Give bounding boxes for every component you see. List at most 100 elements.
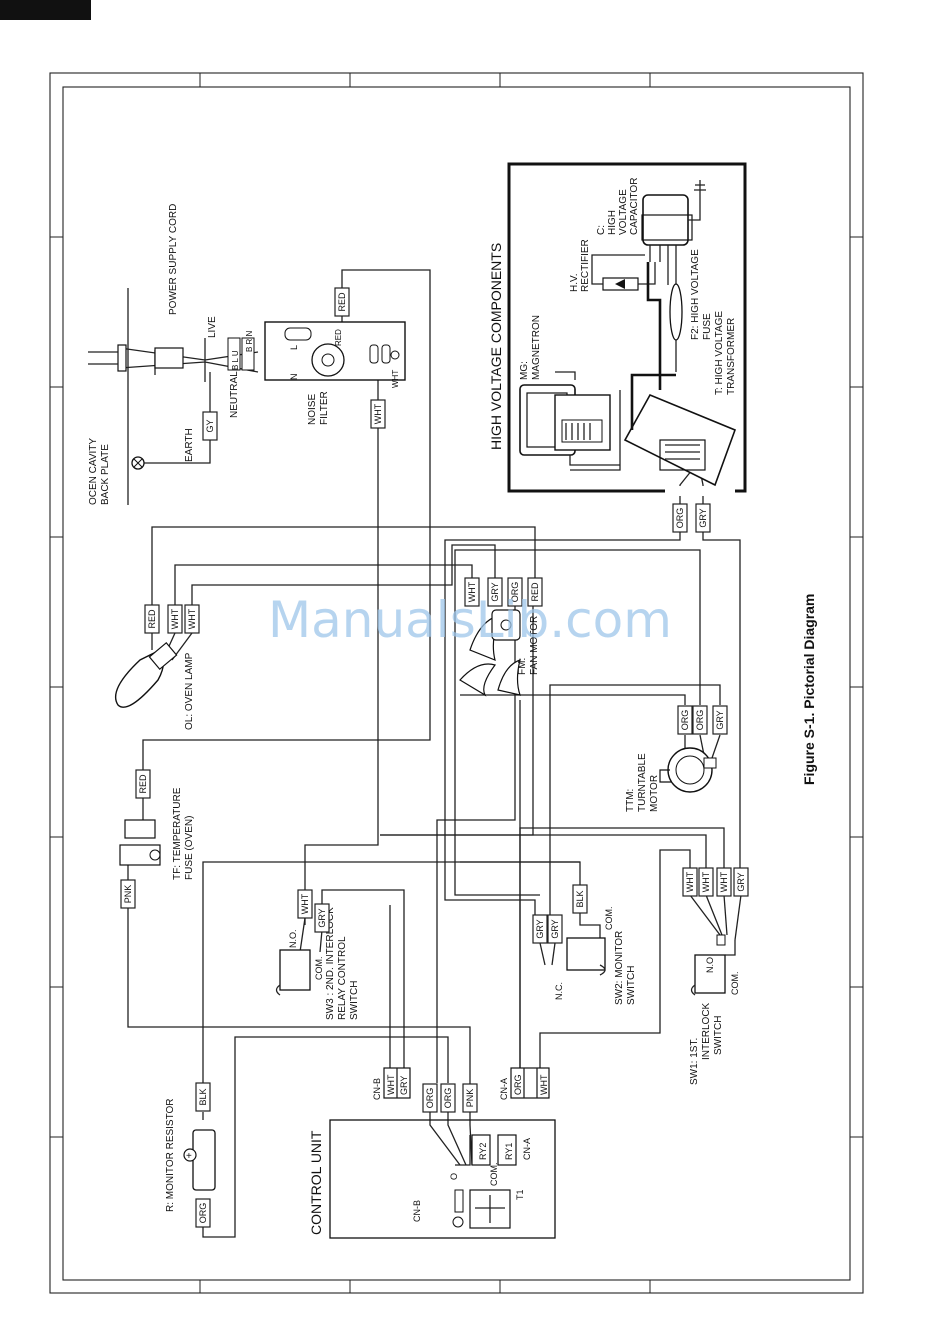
wire-tag-wht: WHT bbox=[167, 604, 183, 634]
sw1-label-1: SW1: 1ST. bbox=[689, 1038, 700, 1085]
cn-b-connector bbox=[383, 1067, 411, 1099]
monitor-resistor: + bbox=[183, 1129, 216, 1191]
wire-tag-text: WHT bbox=[170, 608, 180, 629]
wire-tag-text: WHT bbox=[467, 581, 477, 602]
wire-tag-text: RED bbox=[530, 582, 540, 602]
wire-tag-text: GRY bbox=[317, 908, 327, 927]
wire-tag-wht: WHT bbox=[297, 889, 313, 919]
wire-tag-box bbox=[547, 914, 563, 944]
oven-lamp-label: OL: OVEN LAMP bbox=[184, 652, 195, 730]
wire-tag-wht: WHT bbox=[184, 604, 200, 634]
wire-tag-box bbox=[144, 604, 160, 634]
wire-tag-text: RED bbox=[138, 774, 148, 794]
wire-tag-org: ORG bbox=[195, 1198, 211, 1228]
wire-tag-text: BLK bbox=[198, 1088, 208, 1105]
wire-tag-box bbox=[677, 705, 693, 735]
outer-frame bbox=[49, 72, 864, 1294]
wire-tag-pnk: PNK bbox=[120, 879, 136, 909]
wire-tag-box bbox=[202, 411, 218, 441]
wire-tag-text: GRY bbox=[715, 710, 725, 729]
term-n-label: N bbox=[289, 374, 299, 381]
wire-tag-text: BLK bbox=[575, 890, 585, 907]
sw3-interlock-relay-switch bbox=[275, 949, 311, 996]
wire-tag-text: ORG bbox=[510, 582, 520, 603]
sw1-label-2: INTERLOCK bbox=[701, 1002, 712, 1060]
wire-tag-box bbox=[712, 705, 728, 735]
sw3-label-3: SWITCH bbox=[349, 981, 360, 1020]
fan-motor-label-1: FM: bbox=[517, 658, 528, 675]
wire-tag-wht: WHT bbox=[698, 867, 714, 897]
blu-label: B L U bbox=[231, 350, 240, 370]
fan-motor bbox=[459, 609, 521, 697]
magnetron bbox=[519, 371, 620, 466]
temp-fuse-label-2: FUSE (OVEN) bbox=[184, 816, 195, 880]
wire-tag-text: ORG bbox=[198, 1203, 208, 1224]
wire-tag-text: GRY bbox=[698, 508, 708, 527]
watermark: ManualsLib.com bbox=[268, 591, 672, 649]
wire-tag-gry: GRY bbox=[314, 903, 330, 933]
wire-tag-text: WHT bbox=[719, 871, 729, 892]
wire-tag-gry: GRY bbox=[712, 705, 728, 735]
wire-tag-blk: BLK bbox=[572, 884, 588, 914]
hv-fuse-label-2: FUSE bbox=[702, 313, 713, 340]
transformer-label-2: TRANSFORMER bbox=[726, 318, 737, 395]
wire-tag-gry: GRY bbox=[695, 503, 711, 533]
hv-capacitor bbox=[641, 180, 706, 262]
wire-tag-gy: GY bbox=[202, 411, 218, 441]
wire-tag-box bbox=[334, 287, 350, 317]
transformer-label-1: T: HIGH VOLTAGE bbox=[714, 311, 725, 395]
cu-cnb-label: CN-B bbox=[412, 1200, 422, 1222]
wire-tag-box bbox=[195, 1198, 211, 1228]
wire-tag-blk: BLK bbox=[195, 1082, 211, 1112]
wire-tag-gry: GRY bbox=[487, 577, 503, 607]
sw3-com-label: COM. bbox=[314, 957, 324, 981]
oven-lamp bbox=[114, 641, 178, 708]
sw1-no-label: N.O bbox=[705, 957, 715, 973]
wire-tag-box bbox=[464, 577, 480, 607]
cn-a-wht: WHT bbox=[539, 1074, 549, 1095]
turntable-label-3: MOTOR bbox=[649, 775, 660, 812]
noise-filter bbox=[227, 321, 406, 381]
rectifier-label-2: RECTIFIER bbox=[580, 239, 591, 292]
wire-tag-text: ORG bbox=[443, 1088, 453, 1109]
capacitor-label-2: HIGH bbox=[607, 210, 618, 235]
wire-tag-text: WHT bbox=[373, 403, 383, 424]
cu-t1-label: T1 bbox=[515, 1189, 525, 1200]
neutral-label: NEUTRAL bbox=[229, 371, 240, 418]
earth-screw bbox=[131, 456, 145, 470]
wire-tag-box bbox=[692, 705, 708, 735]
wire-tag-text: RED bbox=[337, 292, 347, 312]
wire-tag-gry: GRY bbox=[547, 914, 563, 944]
capacitor-label-1: C: bbox=[596, 225, 607, 235]
fan-motor-label-2: FAN MOTOR bbox=[529, 616, 540, 675]
page-corner-tab bbox=[0, 0, 91, 20]
wire-tag-box bbox=[532, 914, 548, 944]
wire-tag-box bbox=[120, 879, 136, 909]
sw3-label-2: RELAY CONTROL bbox=[337, 936, 348, 1020]
wire-tag-text: PNK bbox=[465, 1089, 475, 1108]
wire-tag-box bbox=[487, 577, 503, 607]
magnetron-label-1: MG: bbox=[519, 361, 530, 380]
nf-red-label: RED bbox=[334, 329, 343, 346]
hv-section-title: HIGH VOLTAGE COMPONENTS bbox=[488, 243, 504, 450]
wire-tag-wht: WHT bbox=[716, 867, 732, 897]
wire-tag-box bbox=[314, 903, 330, 933]
wire-tag-box bbox=[572, 884, 588, 914]
wire-tag-org: ORG bbox=[422, 1083, 438, 1113]
sw3-no-label: N.O. bbox=[288, 929, 298, 948]
frame-ticks bbox=[50, 73, 863, 1293]
wire-tag-wht: WHT bbox=[682, 867, 698, 897]
control-unit-title: CONTROL UNIT bbox=[308, 1130, 324, 1235]
sw2-com-label: COM. bbox=[604, 907, 614, 931]
wire-tag-text: GRY bbox=[535, 919, 545, 938]
wire-tag-text: GY bbox=[205, 419, 215, 432]
wire-tag-box bbox=[184, 604, 200, 634]
wire-tag-wht: WHT bbox=[370, 399, 386, 429]
temp-fuse-label-1: TF: TEMPERATURE bbox=[172, 787, 183, 880]
wire-tag-org: ORG bbox=[672, 503, 688, 533]
term-l-label: L bbox=[289, 345, 299, 350]
cn-a-connector bbox=[510, 1067, 550, 1099]
wire-tag-text: WHT bbox=[187, 608, 197, 629]
